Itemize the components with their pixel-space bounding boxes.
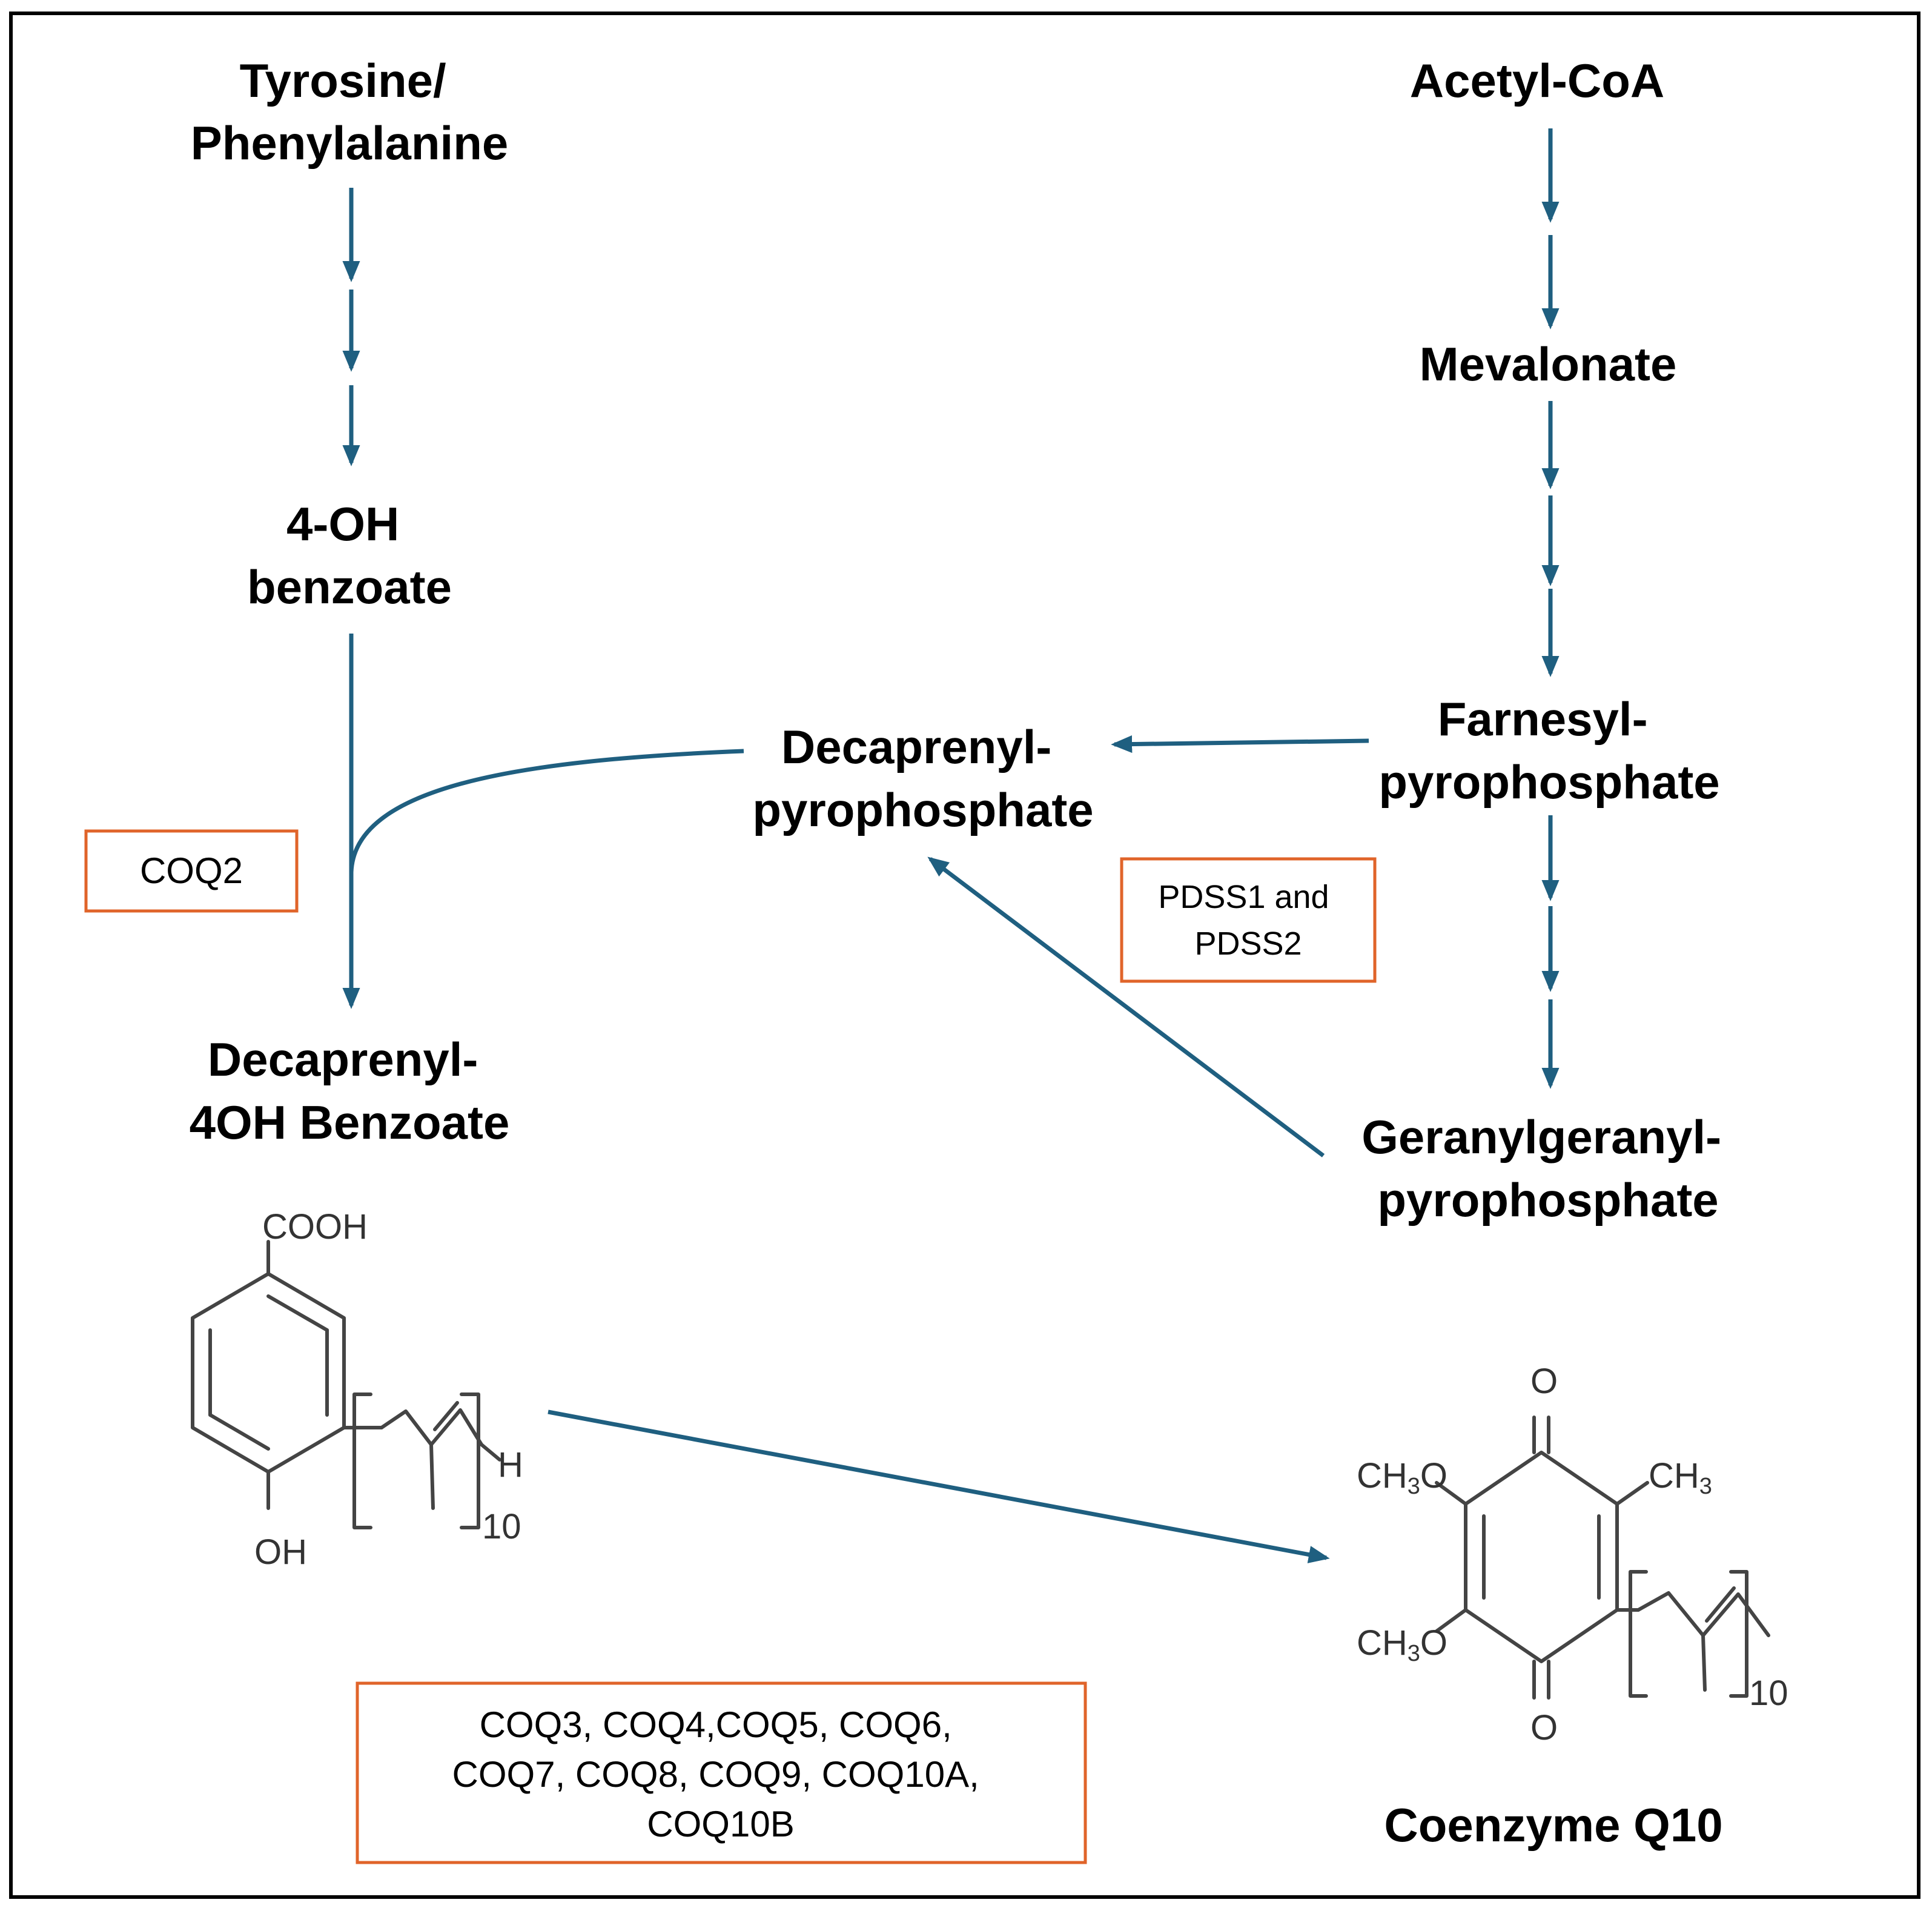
enzyme-box-pdss: [1120, 857, 1377, 983]
structure-decaprenyl-4oh-benzoate: [191, 1240, 501, 1529]
arrow-decaprenyl-pp-merge-curve: [349, 749, 744, 873]
enzyme-coq-complex: COQ3, COQ4,COQ5, COQ6, COQ7, COQ8, COQ9,…: [452, 1704, 990, 1844]
node-geranylgeranyl-pyrophosphate: Geranylgeranyl- pyrophosphate: [1361, 1110, 1735, 1227]
label-ch3o-bottom: CH3O: [1357, 1623, 1447, 1666]
label-cooh: COOH: [262, 1207, 368, 1247]
enzyme-box-coq-complex: [356, 1681, 1087, 1864]
enzyme-coq2: COQ2: [140, 850, 243, 891]
label-repeat-10-benzoate: 10: [482, 1507, 521, 1546]
node-farnesyl-pyrophosphate: Farnesyl- pyrophosphate: [1378, 692, 1719, 809]
arrow-decaprenyl-benzoate-to-coq10: [548, 1409, 1330, 1563]
node-4oh-benzoate: 4-OH benzoate: [247, 497, 452, 614]
enzyme-pdss: PDSS1 and PDSS2: [1158, 879, 1338, 962]
label-ch3o-top: CH3O: [1357, 1456, 1447, 1499]
label-oh: OH: [254, 1532, 307, 1572]
node-decaprenyl-pyrophosphate: Decaprenyl- pyrophosphate: [752, 720, 1093, 836]
node-mevalonate: Mevalonate: [1420, 337, 1677, 391]
diagram-frame: [9, 12, 1920, 1899]
arrow-geranylgeranyl-pp-to-decaprenyl-pp: [927, 856, 1325, 1157]
node-tyrosine-phenylalanine: Tyrosine/ Phenylalanine: [191, 54, 509, 170]
node-coenzyme-q10: Coenzyme Q10: [1384, 1798, 1722, 1852]
arrow-farnesyl-pp-to-decaprenyl-pp: [1111, 735, 1369, 753]
enzyme-box-coq2: [84, 829, 299, 913]
label-o-top: O: [1530, 1362, 1558, 1401]
label-ch3: CH3: [1649, 1456, 1712, 1499]
label-h: H: [498, 1445, 523, 1485]
node-decaprenyl-4oh-benzoate: Decaprenyl- 4OH Benzoate: [190, 1033, 510, 1149]
label-repeat-10-coq10: 10: [1749, 1674, 1788, 1713]
node-acetyl-coa: Acetyl-CoA: [1410, 54, 1664, 107]
label-o-bottom: O: [1530, 1708, 1558, 1747]
structure-coenzyme-q10: [1435, 1416, 1770, 1700]
